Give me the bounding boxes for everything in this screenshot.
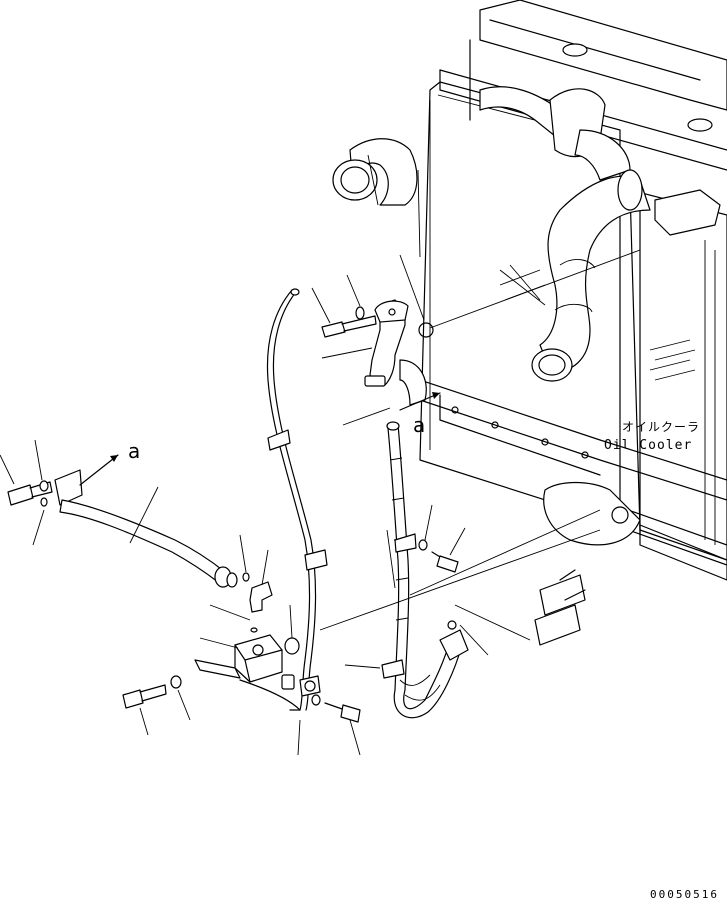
leader-lines xyxy=(0,169,601,756)
bolt-washer-upper xyxy=(321,306,377,338)
elbow-fitting xyxy=(242,572,300,655)
long-bolt-lower xyxy=(122,675,182,709)
adapter-block xyxy=(194,627,301,711)
drain-plug-callout xyxy=(418,249,641,338)
radiator-hose xyxy=(531,169,651,382)
bolt-washer-right xyxy=(418,539,459,573)
sleeved-hose xyxy=(381,421,469,719)
view-arrow-label-a-left: a xyxy=(128,439,141,463)
oil-cooler-label-english: Oil Cooler xyxy=(604,438,693,453)
elbow-pipe xyxy=(364,299,427,406)
inlet-hose xyxy=(332,138,418,206)
left-pipe xyxy=(7,454,238,588)
bolt-washer-lower xyxy=(311,694,361,723)
view-arrow-label-a-center: a xyxy=(413,413,426,437)
oil-cooler-label-japanese: オイルクーラ xyxy=(622,420,701,434)
drawing-part-number: 00050516 xyxy=(650,888,719,901)
long-drain-hose xyxy=(266,288,328,711)
